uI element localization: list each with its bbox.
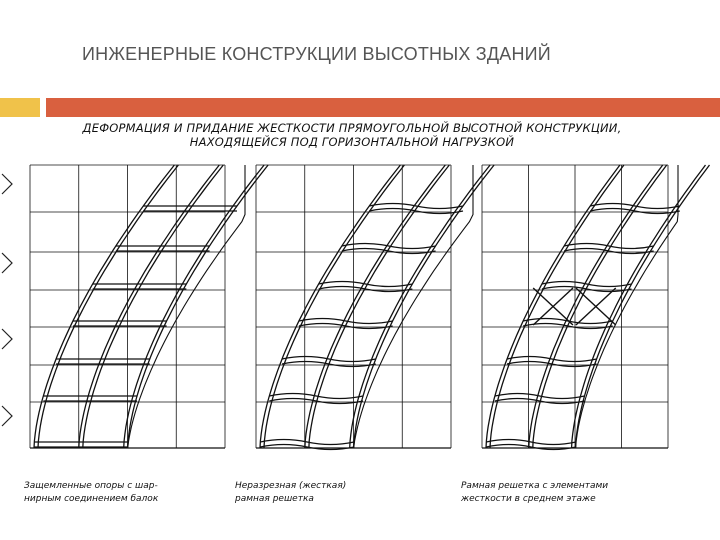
accent-square xyxy=(0,98,40,117)
load-arrow-icon xyxy=(1,173,13,195)
load-arrow-icon xyxy=(1,252,13,274)
undeformed-grid xyxy=(29,164,226,449)
caption-line: Неразрезная (жесткая) xyxy=(235,481,347,491)
caption-line: нирным соединением балок xyxy=(24,494,159,504)
deflection-envelope xyxy=(127,165,246,449)
frame-panel xyxy=(481,164,711,451)
caption-pinned-supports: Защемленные опоры с шар- нирным соединен… xyxy=(24,480,158,506)
deflection-envelope xyxy=(575,165,679,449)
frame-panel xyxy=(255,164,495,451)
caption-line: Рамная решетка с элементами xyxy=(461,481,609,491)
load-arrows xyxy=(1,173,13,427)
undeformed-grid xyxy=(255,164,452,449)
deformed-frame xyxy=(259,164,495,451)
caption-rigid-frame: Неразрезная (жесткая) рамная решетка xyxy=(235,480,346,506)
figure-heading: ДЕФОРМАЦИЯ И ПРИДАНИЕ ЖЕСТКОСТИ ПРЯМОУГО… xyxy=(82,121,622,149)
bracing xyxy=(532,287,617,326)
deflection-envelope xyxy=(353,165,474,449)
caption-line: Защемленные опоры с шар- xyxy=(24,481,158,491)
load-arrow-icon xyxy=(1,405,13,427)
accent-bar xyxy=(46,98,720,117)
caption-braced-frame: Рамная решетка с элементами жесткости в … xyxy=(461,480,608,506)
slide-title: ИНЖЕНЕРНЫЕ КОНСТРУКЦИИ ВЫСОТНЫХ ЗДАНИЙ xyxy=(82,44,551,64)
caption-line: рамная решетка xyxy=(235,494,314,504)
deformed-frame xyxy=(485,164,711,451)
frame-panels xyxy=(29,164,711,451)
deformed-frame xyxy=(33,164,269,449)
undeformed-grid xyxy=(481,164,669,449)
caption-line: жесткости в среднем этаже xyxy=(461,494,596,504)
figure-heading-line2: НАХОДЯЩЕЙСЯ ПОД ГОРИЗОНТАЛЬНОЙ НАГРУЗКОЙ xyxy=(189,135,515,149)
figure-heading-line1: ДЕФОРМАЦИЯ И ПРИДАНИЕ ЖЕСТКОСТИ ПРЯМОУГО… xyxy=(82,121,622,135)
frame-panel xyxy=(29,164,269,449)
load-arrow-icon xyxy=(1,328,13,350)
